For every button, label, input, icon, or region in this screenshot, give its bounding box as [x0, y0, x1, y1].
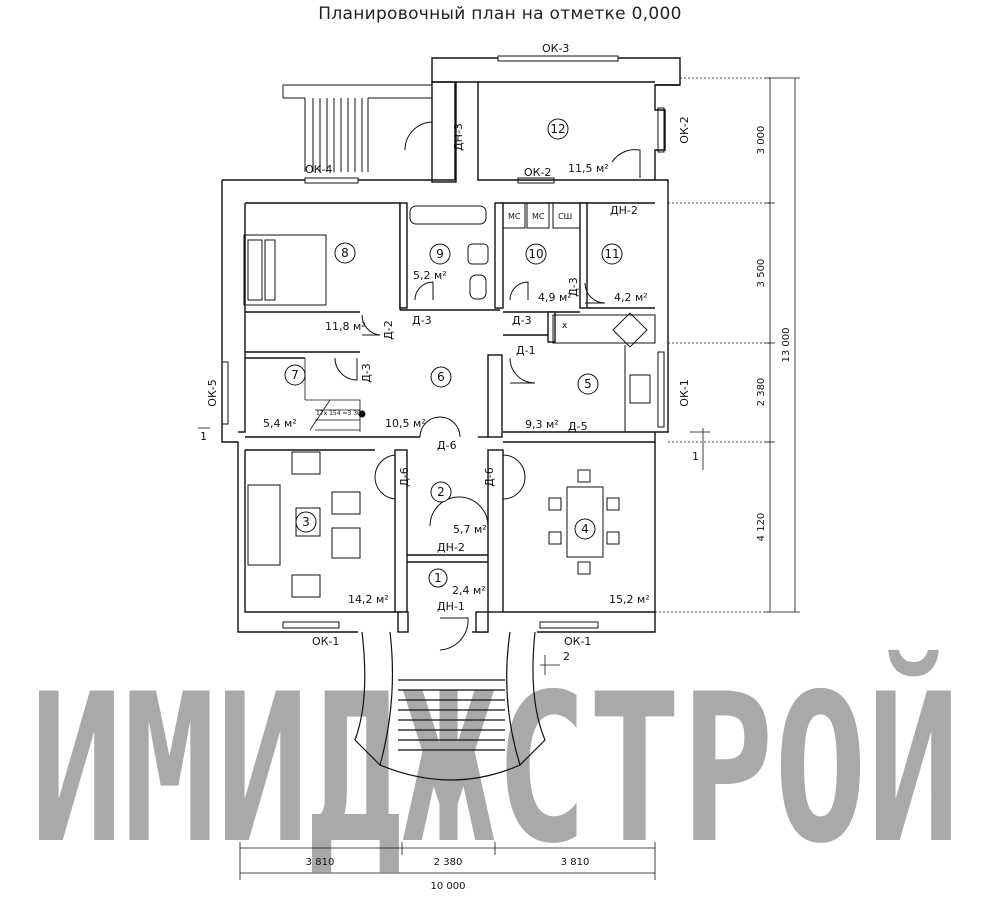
windows: [221, 55, 665, 629]
label-d5: Д-5: [568, 420, 588, 433]
room-num-3: 3: [302, 515, 310, 529]
label-section1-left: 1: [200, 430, 207, 443]
room-num-10: 10: [528, 247, 543, 261]
label-dn3: ДН-3: [452, 123, 465, 151]
furniture: [243, 202, 656, 598]
label-dn2-entry: ДН-2: [437, 541, 465, 554]
room-marker-12: [547, 118, 569, 140]
dimension-labels: 3 810 2 380 3 810 10 000 3 000 3 500 2 3…: [306, 126, 792, 892]
label-x-mark: x: [562, 321, 568, 331]
toilet: [469, 274, 487, 300]
dim-right-2: 3 500: [756, 259, 767, 288]
room-num-1: 1: [434, 571, 442, 585]
label-d2: Д-2: [382, 320, 395, 340]
dim-bottom-2: 2 380: [434, 857, 463, 868]
room-area-12: 11,5 м²: [568, 162, 609, 175]
label-dn2-room: ДН-2: [610, 204, 638, 217]
label-ok3: ОК-3: [542, 42, 569, 55]
room-num-2: 2: [437, 485, 445, 499]
room-num-6: 6: [437, 370, 445, 384]
label-ok4: ОК-4: [305, 163, 332, 176]
sink: [467, 243, 489, 265]
stair-marker: [358, 410, 366, 418]
label-ok2-top: ОК-2: [524, 166, 551, 179]
porch-stair: [282, 84, 433, 172]
element-labels: ОК-1 ОК-1 ОК-1 ОК-2 ОК-2 ОК-3 ОК-4 ОК-5 …: [200, 42, 699, 663]
label-ok5: ОК-5: [206, 379, 219, 406]
room-labels: 1 2,4 м² 2 5,7 м² 3 14,2 м² 4 15,2 м² 5 …: [263, 118, 650, 606]
dim-bottom-3: 3 810: [561, 857, 590, 868]
label-ok1-right: ОК-1: [678, 379, 691, 406]
label-d6-left: Д-6: [398, 467, 411, 487]
label-stair-note: 17x 154 =3 300: [316, 410, 365, 417]
room-marker-11: [601, 243, 623, 265]
room-area-1: 2,4 м²: [452, 584, 486, 597]
room-marker-1: [428, 568, 448, 588]
label-section1-right: 1: [692, 450, 699, 463]
room-marker-3: [295, 511, 317, 533]
room-num-9: 9: [436, 247, 444, 261]
bed: [243, 234, 327, 306]
label-dn1: ДН-1: [437, 600, 465, 613]
label-d3-11: Д-3: [567, 277, 580, 297]
label-d6-top: Д-6: [437, 439, 457, 452]
room-area-3: 14,2 м²: [348, 593, 389, 606]
room-num-11: 11: [604, 247, 619, 261]
room-area-10: 4,9 м²: [538, 291, 572, 304]
label-d3-wc: Д-3: [512, 314, 532, 327]
room-num-4: 4: [581, 522, 589, 536]
room-area-2: 5,7 м²: [453, 523, 487, 536]
room-num-7: 7: [291, 368, 299, 382]
dim-bottom-total: 10 000: [431, 881, 466, 892]
room-area-6: 10,5 м²: [385, 417, 426, 430]
room-area-4: 15,2 м²: [609, 593, 650, 606]
room-num-12: 12: [550, 122, 565, 136]
sofa: [247, 484, 281, 566]
dim-bottom-1: 3 810: [306, 857, 335, 868]
room-area-7: 5,4 м²: [263, 417, 297, 430]
label-d3-bath: Д-3: [412, 314, 432, 327]
label-ok1-bottom-left: ОК-1: [312, 635, 339, 648]
label-ok1-bottom-right: ОК-1: [564, 635, 591, 648]
entrance-porch: [354, 631, 546, 781]
room-marker-8: [334, 242, 356, 264]
room-marker-4: [574, 518, 596, 540]
room-marker-7: [284, 364, 306, 386]
dim-right-3: 2 380: [756, 378, 767, 407]
label-ms1: МС: [508, 212, 521, 221]
dim-right-1: 3 000: [756, 126, 767, 155]
label-section2: 2: [563, 650, 570, 663]
room-area-8: 11,8 м²: [325, 320, 366, 333]
label-d1: Д-1: [516, 344, 536, 357]
label-ms2: МС: [532, 212, 545, 221]
dining-table: [566, 486, 604, 558]
label-ok2-right: ОК-2: [678, 116, 691, 143]
room-area-11: 4,2 м²: [614, 291, 648, 304]
stove: [629, 374, 651, 404]
plan-title: Планировочный план на отметке 0,000: [318, 4, 682, 24]
room-area-9: 5,2 м²: [413, 269, 447, 282]
dimension-lines: [198, 77, 800, 880]
room-num-8: 8: [341, 246, 349, 260]
room-marker-5: [577, 373, 599, 395]
walls: [221, 57, 681, 633]
doors: [334, 121, 641, 651]
interior-stair: [304, 358, 361, 432]
label-d3-stair: Д-3: [360, 363, 373, 383]
bathtub: [409, 205, 487, 225]
label-ssh: СШ: [558, 212, 572, 221]
room-num-5: 5: [584, 377, 592, 391]
room-marker-2: [430, 481, 452, 503]
room-marker-10: [525, 243, 547, 265]
label-d6-right: Д-6: [483, 467, 496, 487]
dim-right-total: 13 000: [781, 328, 792, 363]
room-area-5: 9,3 м²: [525, 418, 559, 431]
dim-right-4: 4 120: [756, 513, 767, 542]
room-marker-9: [429, 243, 451, 265]
room-marker-6: [430, 366, 452, 388]
